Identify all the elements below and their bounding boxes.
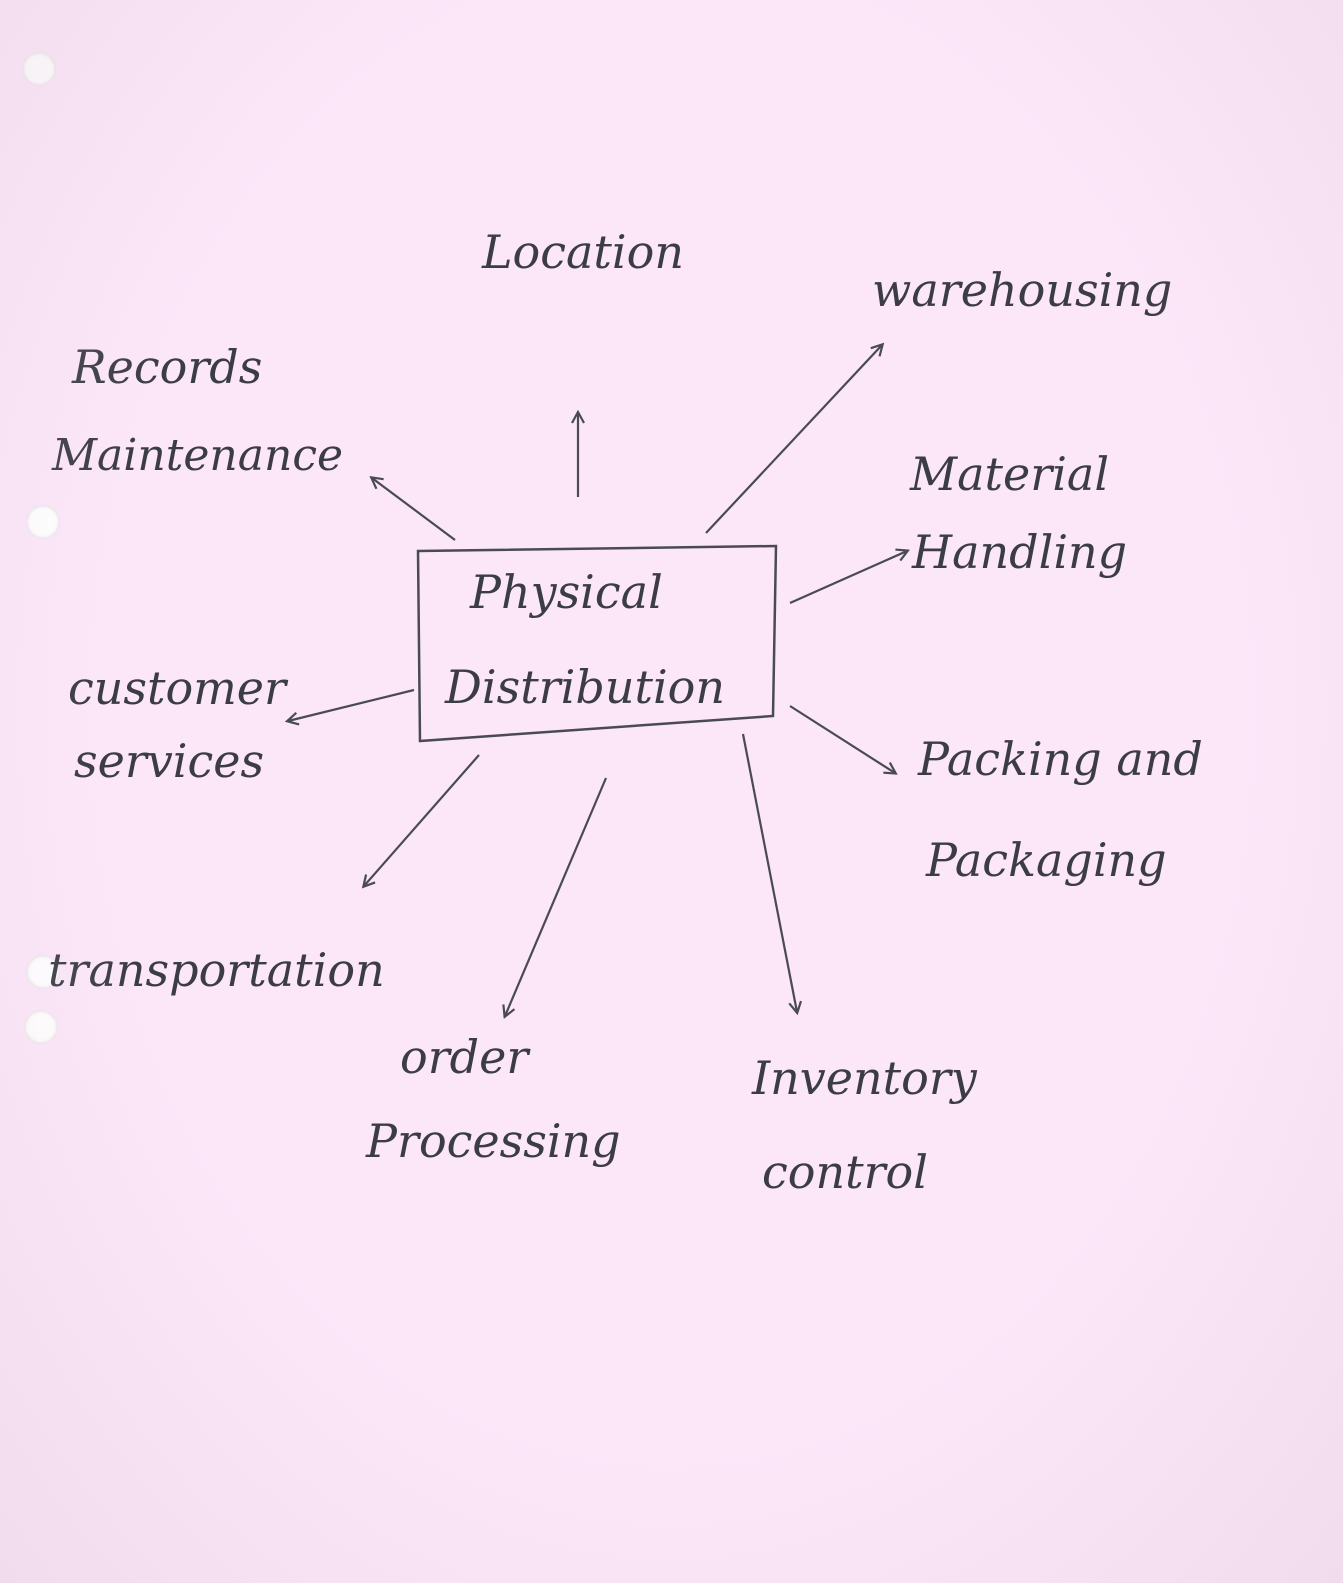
label-maintenance: Maintenance: [51, 430, 343, 481]
arrow-to-customer-services: [288, 688, 415, 721]
label-control: control: [762, 1145, 928, 1199]
label-services: services: [74, 734, 264, 788]
label-inventory: Inventory: [751, 1051, 978, 1105]
arrow-to-inventory-control: [741, 733, 797, 1012]
punch-hole-upper: [26, 505, 60, 539]
label-customer: customer: [68, 661, 289, 715]
arrow-to-transportation: [364, 754, 480, 886]
label-packing-and: Packing and: [917, 732, 1203, 786]
arrow-to-warehousing: [705, 345, 882, 534]
label-order: order: [400, 1030, 531, 1084]
label-transportation: transportation: [48, 943, 385, 997]
arrow-to-packing-packaging: [789, 705, 895, 773]
center-label-line1: Physical: [469, 565, 663, 619]
label-location: Location: [481, 225, 684, 279]
punch-hole-lower: [26, 955, 60, 989]
label-handling: Handling: [911, 525, 1127, 579]
arrow-to-material-handling: [789, 551, 907, 605]
label-processing: Processing: [365, 1114, 621, 1168]
center-box: [416, 544, 778, 743]
arrow-to-records-maintenance: [372, 478, 456, 541]
label-records: Records: [71, 340, 262, 394]
label-packaging: Packaging: [925, 833, 1167, 887]
arrow-to-order-processing: [505, 777, 608, 1016]
center-label-line2: Distribution: [444, 660, 725, 714]
label-material: Material: [909, 447, 1109, 501]
punch-hole-bottom: [24, 1010, 58, 1044]
label-warehousing: warehousing: [872, 263, 1172, 317]
punch-hole-top: [22, 52, 56, 86]
